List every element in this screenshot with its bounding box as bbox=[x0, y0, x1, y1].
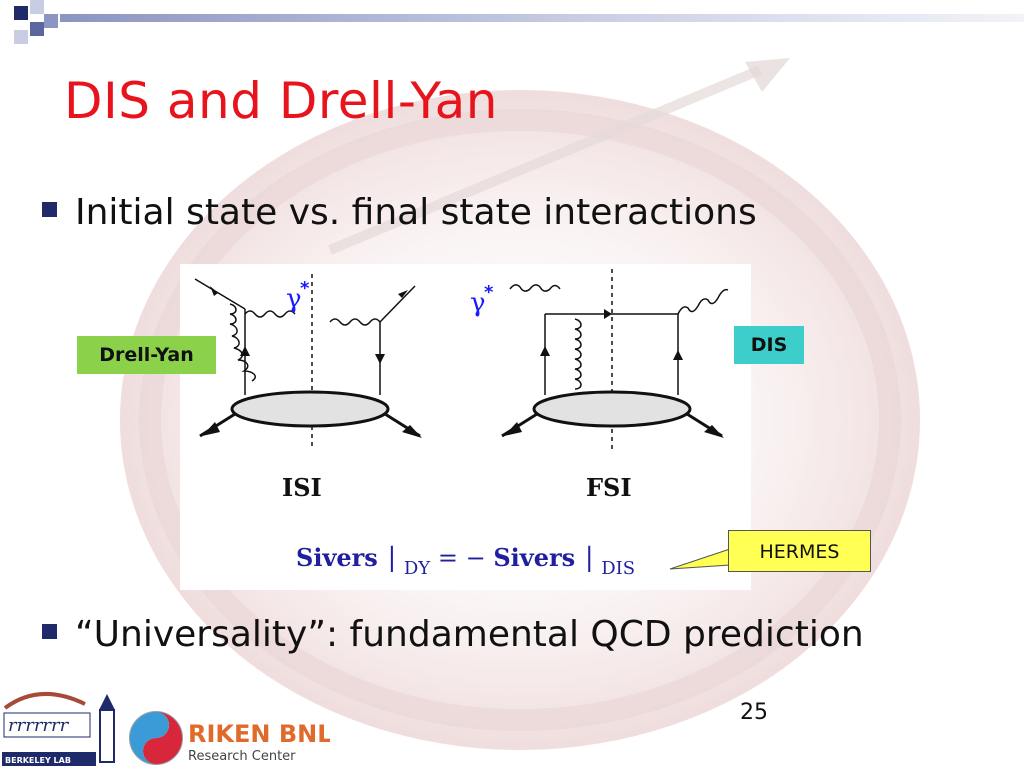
page-number: 25 bbox=[740, 700, 768, 725]
formula-sub-dy: DY bbox=[404, 558, 431, 579]
formula-sivers-right: Sivers bbox=[493, 543, 575, 572]
formula-sub-dis: DIS bbox=[601, 558, 635, 579]
bullet-item-2: “Universality”: fundamental QCD predicti… bbox=[42, 614, 864, 655]
left-photon-star: * bbox=[300, 278, 310, 299]
footer-logos: rrrrrrr BERKELEY LAB RIKEN BNL Research … bbox=[2, 692, 330, 766]
feynman-diagram-svg: γ * γ * ISI FSI Sivers | bbox=[194, 269, 729, 580]
formula-bar-left: | bbox=[387, 543, 396, 573]
isi-diagram bbox=[194, 274, 422, 449]
fsi-label: FSI bbox=[586, 473, 632, 502]
berkeley-lab-text: BERKELEY LAB bbox=[5, 756, 71, 765]
bullet-square-icon bbox=[42, 624, 57, 639]
isi-label: ISI bbox=[282, 473, 322, 502]
left-photon-gamma: γ bbox=[286, 284, 302, 314]
riken-bnl-logo: RIKEN BNL Research Center bbox=[129, 711, 330, 765]
top-decorative-bar bbox=[14, 0, 1024, 44]
riken-bnl-title: RIKEN BNL bbox=[188, 720, 330, 748]
bullet-item-1: Initial state vs. final state interactio… bbox=[42, 192, 757, 233]
dis-label: DIS bbox=[734, 326, 804, 364]
hermes-callout: HERMES bbox=[728, 530, 871, 572]
bullet-square-icon bbox=[42, 202, 57, 217]
feynman-diagram: γ * γ * ISI FSI Sivers | bbox=[180, 264, 751, 590]
formula-bar-right: | bbox=[585, 543, 594, 573]
formula-equals-minus: = − bbox=[438, 544, 486, 572]
svg-text:rrrrrrr: rrrrrrr bbox=[8, 715, 70, 736]
drell-yan-label: Drell-Yan bbox=[77, 336, 216, 374]
right-photon-gamma: γ bbox=[470, 288, 486, 318]
bullet-text-2: “Universality”: fundamental QCD predicti… bbox=[75, 614, 864, 655]
sivers-formula: Sivers | DY = − Sivers | DIS bbox=[296, 543, 635, 580]
slide-title: DIS and Drell-Yan bbox=[64, 72, 498, 130]
berkeley-lab-logo: rrrrrrr BERKELEY LAB bbox=[2, 692, 115, 766]
fsi-diagram bbox=[501, 269, 729, 449]
right-photon-star: * bbox=[484, 282, 494, 303]
riken-research-center: Research Center bbox=[188, 749, 296, 764]
bullet-text-1: Initial state vs. final state interactio… bbox=[75, 192, 757, 233]
formula-sivers-left: Sivers bbox=[296, 543, 378, 572]
